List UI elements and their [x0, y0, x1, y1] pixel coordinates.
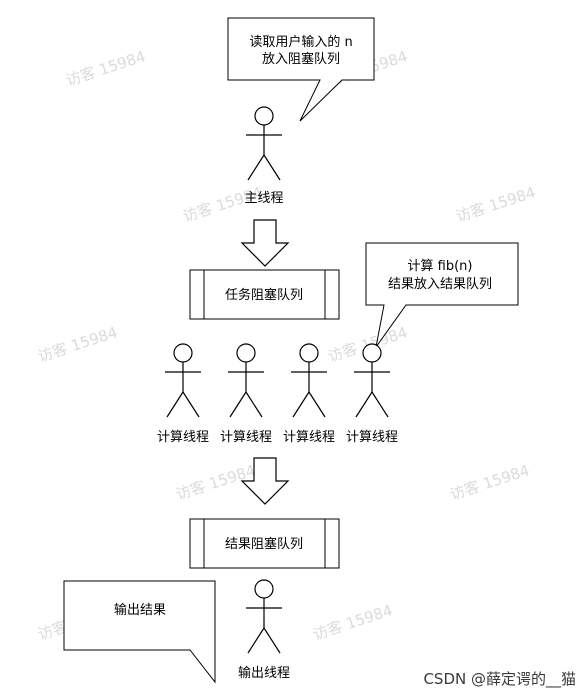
- main-callout-line1: 读取用户输入的 n: [249, 34, 352, 50]
- compute-thread-actor: [291, 343, 327, 418]
- watermark-text: 访客 15984: [448, 461, 532, 504]
- compute-thread-label: 计算线程: [220, 430, 272, 445]
- csdn-footer: CSDN @薛定谔的__猫: [423, 670, 576, 689]
- output-callout: 输出结果: [63, 580, 216, 684]
- watermark-text: 访客 15984: [454, 183, 538, 226]
- main-thread-label: 主线程: [244, 191, 283, 206]
- output-callout-bubble: [63, 580, 216, 684]
- compute-thread-label: 计算线程: [346, 430, 398, 445]
- actor-head: [254, 106, 274, 126]
- compute-callout-line1: 计算 fib(n): [408, 259, 473, 274]
- compute-thread-label: 计算线程: [283, 430, 335, 445]
- result-queue-label: 结果阻塞队列: [225, 536, 303, 552]
- main-callout-bubble: [227, 17, 375, 122]
- compute-thread-label: 计算线程: [157, 430, 209, 445]
- task-queue-label: 任务阻塞队列: [225, 287, 303, 303]
- flow-arrow-down: [240, 457, 290, 505]
- output-thread-label: 输出线程: [238, 665, 290, 681]
- result-queue-box: 结果阻塞队列: [189, 518, 340, 569]
- compute-callout: 计算 fib(n) 结果放入结果队列: [365, 242, 519, 348]
- compute-callout-bubble: [365, 242, 519, 348]
- actor-leg-left: [247, 154, 265, 181]
- compute-thread-actor: [165, 343, 201, 418]
- main-callout: 读取用户输入的 n 放入阻塞队列: [227, 17, 375, 122]
- main-callout-line2: 放入阻塞队列: [262, 51, 340, 67]
- output-thread-actor: [246, 579, 282, 654]
- compute-thread-actor: [354, 343, 390, 418]
- main-thread-actor: [246, 106, 282, 181]
- watermark-text: 访客 15984: [64, 47, 148, 90]
- flow-arrow-down: [240, 219, 290, 267]
- watermark-text: 访客 15984: [311, 601, 395, 644]
- watermark-text: 访客 15984: [36, 323, 120, 366]
- output-callout-text: 输出结果: [114, 602, 166, 618]
- compute-thread-actor: [228, 343, 264, 418]
- task-queue-box: 任务阻塞队列: [189, 269, 340, 320]
- compute-callout-line2: 结果放入结果队列: [388, 277, 492, 292]
- actor-leg-right: [263, 154, 281, 181]
